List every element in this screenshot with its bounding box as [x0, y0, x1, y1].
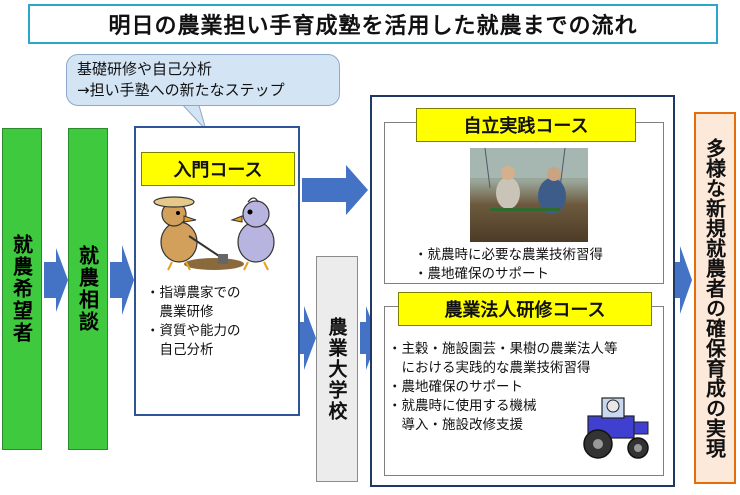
independent-course-title: 自立実践コース — [416, 108, 636, 142]
step-consultation-label: 就農相談 — [75, 245, 100, 333]
intro-course-title: 入門コース — [141, 152, 295, 186]
intro-course-list: ・指導農家での 農業研修 ・資質や能力の 自己分析 — [146, 284, 296, 360]
step-applicant: 就農希望者 — [2, 128, 42, 450]
page-title: 明日の農業担い手育成塾を活用した就農までの流れ — [28, 4, 718, 44]
arrow-to-outcome — [670, 246, 692, 314]
corporate-course-list: ・主穀・施設園芸・果樹の農業法人等 における実践的な農業技術習得 ・農地確保のサ… — [388, 340, 662, 435]
corporate-course-title: 農業法人研修コース — [398, 292, 652, 326]
list-item: ・農地確保のサポート — [414, 266, 549, 282]
list-item: ・主穀・施設園芸・果樹の農業法人等 — [388, 341, 618, 357]
list-item: ・指導農家での — [146, 285, 241, 301]
arrow-intro-to-school — [298, 306, 316, 370]
list-item: 農業研修 — [146, 304, 214, 320]
list-item: 導入・施設改修支援 — [388, 417, 523, 433]
arrow-consult-to-intro — [110, 245, 134, 315]
arrow-intro-to-independent — [302, 165, 368, 215]
list-item: ・資質や能力の — [146, 323, 241, 339]
outcome-box: 多様な新規就農者の確保育成の実現 — [694, 112, 736, 484]
bird-characters-illustration — [144, 192, 294, 274]
callout-line-1: 基礎研修や自己分析 — [77, 60, 213, 78]
arrow-applicant-to-consult — [44, 248, 68, 312]
arrow-school-to-corporate — [360, 306, 378, 370]
agricultural-school: 農業大学校 — [316, 256, 358, 482]
list-item: 自己分析 — [146, 342, 214, 358]
corporate-course-panel — [384, 306, 664, 476]
list-item: ・就農時に必要な農業技術習得 — [414, 247, 603, 263]
outcome-label: 多様な新規就農者の確保育成の実現 — [702, 138, 727, 458]
list-item: における実践的な農業技術習得 — [388, 360, 591, 376]
list-item: ・就農時に使用する機械 — [388, 398, 537, 414]
farm-training-photo — [470, 148, 588, 242]
step-consultation: 就農相談 — [68, 128, 108, 450]
tractor-illustration — [583, 397, 649, 459]
step-applicant-label: 就農希望者 — [9, 234, 34, 344]
agricultural-school-label: 農業大学校 — [325, 316, 348, 422]
callout-bubble: 基礎研修や自己分析 →担い手塾への新たなステップ — [66, 54, 340, 106]
list-item: ・農地確保のサポート — [388, 379, 523, 395]
independent-course-list: ・就農時に必要な農業技術習得 ・農地確保のサポート — [414, 246, 664, 284]
callout-line-2: →担い手塾への新たなステップ — [77, 81, 285, 99]
